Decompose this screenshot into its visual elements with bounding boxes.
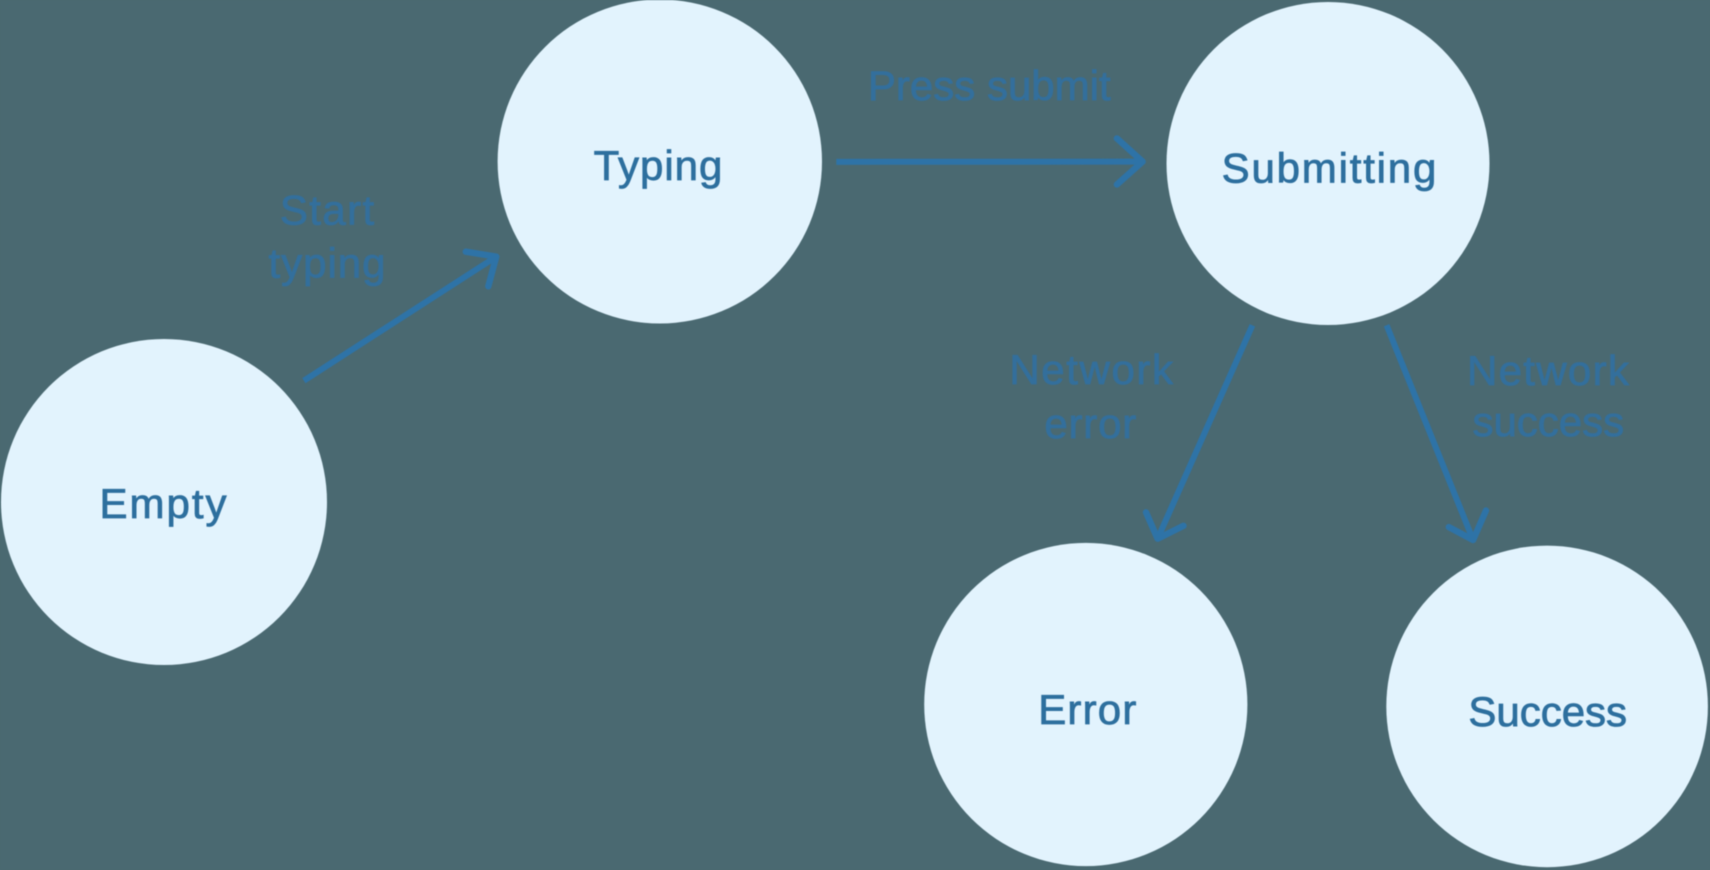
svg-text:Submitting: Submitting	[1222, 144, 1438, 191]
svg-text:Network: Network	[1467, 347, 1630, 394]
svg-text:Success: Success	[1468, 688, 1627, 735]
svg-text:Start: Start	[280, 187, 376, 234]
svg-text:Typing: Typing	[594, 142, 724, 189]
svg-text:success: success	[1472, 398, 1624, 445]
svg-text:typing: typing	[268, 239, 386, 286]
svg-text:error: error	[1044, 400, 1137, 447]
svg-text:Network: Network	[1009, 346, 1174, 393]
svg-text:Error: Error	[1038, 686, 1137, 733]
svg-text:Empty: Empty	[99, 480, 228, 527]
svg-text:Press submit: Press submit	[868, 62, 1111, 109]
